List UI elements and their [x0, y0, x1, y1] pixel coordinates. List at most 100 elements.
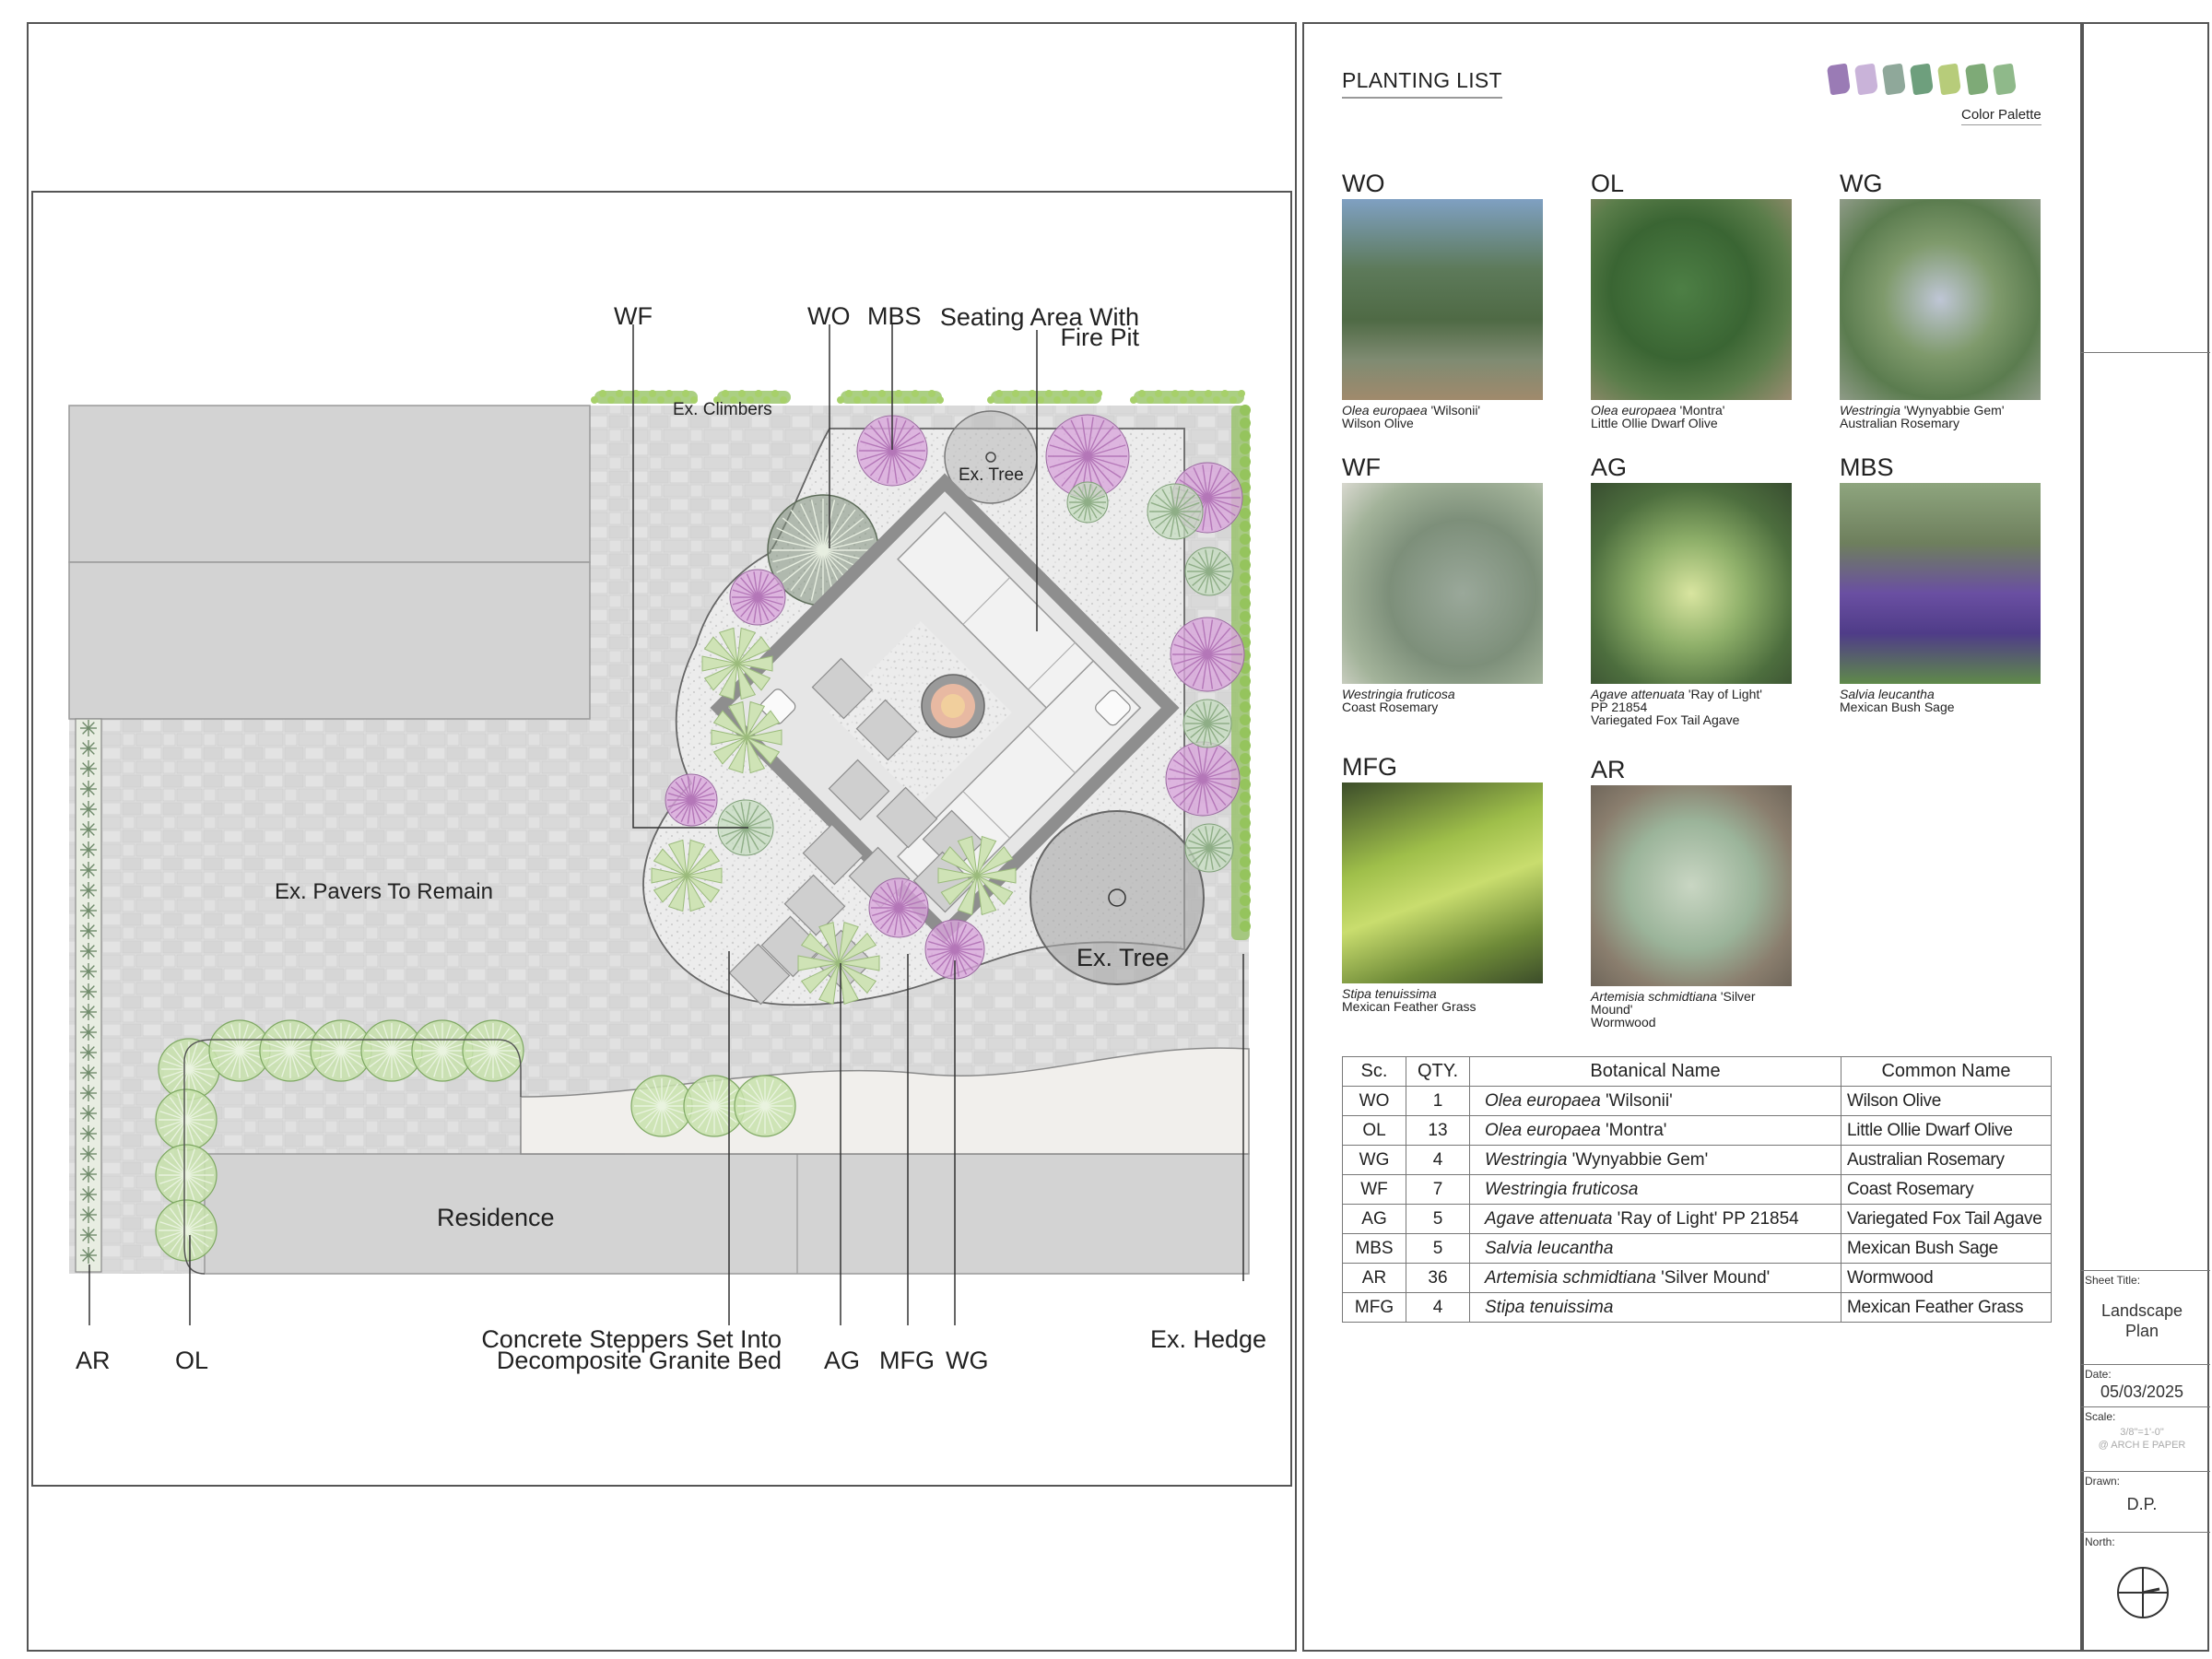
- plant-botanical-name: Stipa tenuissima: [1342, 986, 1437, 1001]
- botanical-species: Agave attenuata: [1485, 1208, 1613, 1229]
- ar-plant: [80, 821, 97, 838]
- plant-code: WG: [1840, 170, 1883, 197]
- plant-common-name: Wilson Olive: [1342, 416, 1414, 430]
- ag-plant: [797, 922, 880, 1005]
- botanical-cultivar: 'Ray of Light' PP 21854: [1612, 1208, 1799, 1229]
- cell-sc: WO: [1342, 1086, 1406, 1116]
- mbs-plant: [924, 919, 985, 980]
- plant-common-name: Coast Rosemary: [1342, 700, 1439, 714]
- cell-botanical: Olea europaea 'Montra': [1469, 1115, 1841, 1146]
- plant-caption: Olea europaea 'Montra'Little Ollie Dwarf…: [1591, 404, 1792, 429]
- plant-code: MFG: [1342, 753, 1397, 781]
- botanical-species: Olea europaea: [1485, 1120, 1601, 1140]
- mbs-plant: [1170, 617, 1245, 692]
- cell-sc: AR: [1342, 1263, 1406, 1293]
- drawn-value: D.P.: [2126, 1495, 2158, 1513]
- title-block-divider-5: [2081, 1471, 2210, 1472]
- label-steppers-2: Decomposite Granite Bed: [497, 1347, 782, 1374]
- label-ex-tree-bottom: Ex. Tree: [1077, 944, 1170, 971]
- planting-list-title: PLANTING LIST: [1342, 68, 1502, 99]
- fire-pit: [921, 674, 985, 738]
- plant-cultivar: 'Ray of Light': [1684, 687, 1762, 701]
- plant-code: WO: [1342, 170, 1385, 197]
- ol-plant: [310, 1019, 372, 1082]
- cell-qty: 1: [1406, 1086, 1470, 1116]
- palette-swatch: [1964, 63, 1990, 96]
- cell-sc: WG: [1342, 1145, 1406, 1175]
- label-ag: AG: [824, 1347, 860, 1374]
- ar-plant: [80, 1044, 97, 1061]
- ol-plant: [462, 1019, 524, 1082]
- ol-plant: [411, 1019, 474, 1082]
- plant-code: AR: [1591, 756, 1626, 783]
- title-block-divider-2: [2081, 1270, 2210, 1271]
- plan-sheet-frame: [27, 22, 1297, 1652]
- cell-common: Little Ollie Dwarf Olive: [1841, 1115, 2052, 1146]
- stepper: [728, 943, 791, 1006]
- cell-qty: 7: [1406, 1174, 1470, 1205]
- ar-plant: [80, 983, 97, 1000]
- plant-common-name: Mexican Bush Sage: [1840, 700, 1955, 714]
- plant-code: MBS: [1840, 453, 1894, 481]
- ar-plant: [80, 923, 97, 939]
- ol-bed-outline: [183, 1039, 522, 1275]
- palette-swatch: [1909, 63, 1935, 96]
- palette-swatch: [1936, 63, 1962, 96]
- cell-botanical: Westringia 'Wynyabbie Gem': [1469, 1145, 1841, 1175]
- label-ex-hedge: Ex. Hedge: [1150, 1325, 1266, 1353]
- plant-common-name: Mexican Feather Grass: [1342, 999, 1477, 1014]
- cell-sc: OL: [1342, 1115, 1406, 1146]
- neighbor-building-upper: [68, 405, 591, 563]
- cell-common: Coast Rosemary: [1841, 1174, 2052, 1205]
- ar-plant: [80, 1206, 97, 1223]
- cell-qty: 4: [1406, 1292, 1470, 1323]
- plant-photo: [1840, 483, 2041, 684]
- label-ar: AR: [76, 1347, 111, 1374]
- plant-cultivar: 'Wynyabbie Gem': [1900, 403, 2005, 418]
- label-wo: WO: [807, 302, 851, 330]
- cell-qty: 5: [1406, 1204, 1470, 1234]
- plant-botanical-name: Westringia fruticosa: [1342, 687, 1455, 701]
- cell-botanical: Agave attenuata 'Ray of Light' PP 21854: [1469, 1204, 1841, 1234]
- existing-climbers: [591, 390, 1245, 404]
- ar-plant: [80, 841, 97, 858]
- plant-botanical-name: Westringia: [1840, 403, 1900, 418]
- plant-photo: [1840, 199, 2041, 400]
- label-mfg: MFG: [879, 1347, 935, 1374]
- existing-hedge: [1231, 405, 1251, 940]
- color-palette-label: Color Palette: [1961, 107, 2041, 125]
- sheet-title-line2: Plan: [2124, 1322, 2159, 1340]
- wg-plant: [1182, 699, 1232, 748]
- plan-viewport-frame: [31, 191, 1292, 1487]
- label-steppers-1: Concrete Steppers Set Into: [481, 1325, 782, 1353]
- mbs-plant: [665, 773, 718, 827]
- ol-plant: [155, 1144, 218, 1206]
- info-sheet-frame: [1302, 22, 2082, 1652]
- plant-cultivar: 'Wilsonii': [1427, 403, 1481, 418]
- ar-plant: [80, 1227, 97, 1243]
- botanical-species: Westringia fruticosa: [1485, 1179, 1639, 1199]
- stepper: [876, 786, 938, 849]
- table-header-row: Sc. QTY. Botanical Name Common Name: [1342, 1056, 2052, 1087]
- plant-botanical-name: Artemisia schmidtiana: [1591, 989, 1717, 1004]
- plant-patent: PP 21854: [1591, 700, 1648, 714]
- mbs-plant: [1045, 414, 1130, 499]
- cell-sc: WF: [1342, 1174, 1406, 1205]
- cell-qty: 4: [1406, 1145, 1470, 1175]
- ol-plant: [734, 1075, 796, 1137]
- botanical-cultivar: 'Silver Mound': [1655, 1267, 1771, 1288]
- cell-botanical: Olea europaea 'Wilsonii': [1469, 1086, 1841, 1116]
- mbs-plants: [665, 414, 1245, 980]
- plant-photo: [1591, 483, 1792, 684]
